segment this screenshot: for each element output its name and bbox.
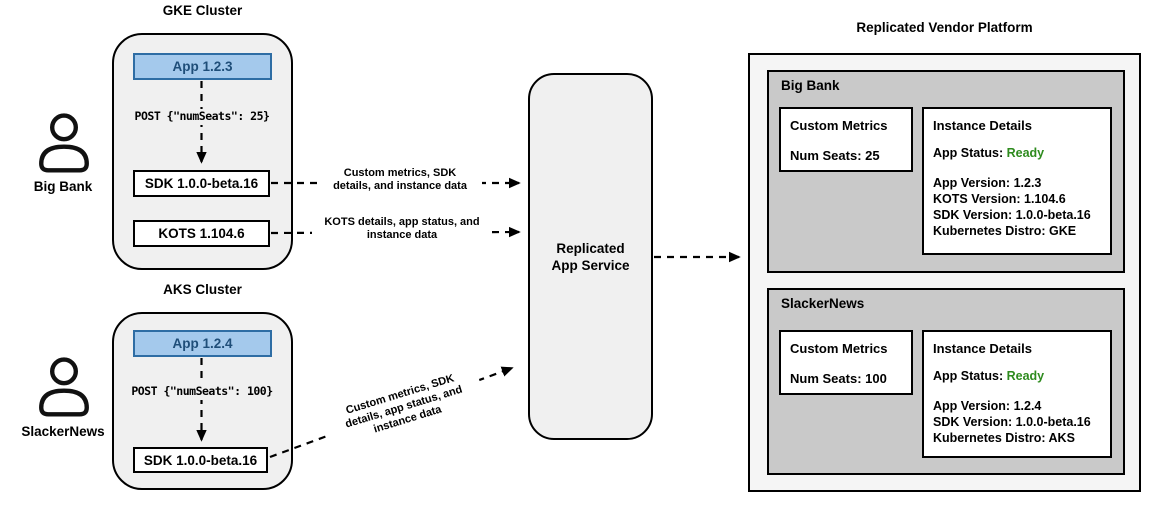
- instance-details-title: Instance Details: [933, 341, 1032, 356]
- instance-detail-lines: App Version: 1.2.3 KOTS Version: 1.104.6…: [933, 175, 1101, 239]
- app-status-line: App Status: Ready: [933, 146, 1101, 160]
- kots-edge-label-line1: KOTS details, app status, and: [324, 216, 480, 228]
- aks-sdk-node: SDK 1.0.0-beta.16: [133, 447, 268, 473]
- slackernews-actor-label: SlackerNews: [21, 424, 105, 439]
- vendor-platform-title: Replicated Vendor Platform: [856, 20, 1033, 35]
- custom-metrics-title: Custom Metrics: [790, 341, 888, 356]
- slackernews-custom-metrics-panel: Custom Metrics Num Seats: 100: [779, 330, 913, 395]
- app-status-line: App Status: Ready: [933, 369, 1101, 383]
- gke-cluster-title: GKE Cluster: [162, 3, 243, 18]
- aks-app-node: App 1.2.4: [133, 330, 272, 357]
- aks-cluster-title: AKS Cluster: [163, 282, 242, 297]
- kots-version-line: KOTS Version: 1.104.6: [933, 192, 1066, 206]
- gke-kots-node: KOTS 1.104.6: [133, 220, 270, 247]
- sdk-version-line: SDK Version: 1.0.0-beta.16: [933, 208, 1091, 222]
- instance-details-title: Instance Details: [933, 118, 1032, 133]
- service-label-line2: App Service: [551, 257, 630, 273]
- big-bank-custom-metrics-panel: Custom Metrics Num Seats: 25: [779, 107, 913, 172]
- kubernetes-distro-line: Kubernetes Distro: GKE: [933, 224, 1077, 238]
- slackernews-instance-details-panel: Instance Details App Status: Ready App V…: [922, 330, 1112, 458]
- num-seats-value: Num Seats: 100: [790, 371, 887, 386]
- customer-card-slackernews-title: SlackerNews: [781, 296, 865, 311]
- big-bank-actor-label: Big Bank: [33, 179, 93, 194]
- app-status-value: Ready: [1006, 146, 1045, 160]
- custom-metrics-title: Custom Metrics: [790, 118, 888, 133]
- slackernews-user-icon: [39, 357, 89, 417]
- gke-app-node: App 1.2.3: [133, 53, 272, 80]
- instance-detail-lines: App Version: 1.2.4 SDK Version: 1.0.0-be…: [933, 398, 1101, 446]
- aks-post-payload: POST {"numSeats": 100}: [117, 384, 287, 400]
- kubernetes-distro-line: Kubernetes Distro: AKS: [933, 431, 1075, 445]
- customer-card-big-bank-title: Big Bank: [781, 78, 840, 93]
- app-status-label: App Status:: [933, 369, 1007, 383]
- aks-edge-label: Custom metrics, SDK details, app status,…: [321, 364, 487, 451]
- gke-post-payload: POST {"numSeats": 25}: [120, 109, 284, 125]
- kots-edge-label-line2: instance data: [366, 229, 438, 241]
- big-bank-user-icon: [39, 113, 89, 173]
- sdk-edge-label-line2: details, and instance data: [333, 180, 467, 192]
- app-status-value: Ready: [1006, 369, 1045, 383]
- replicated-app-service-box: Replicated App Service: [528, 73, 653, 440]
- sdk-version-line: SDK Version: 1.0.0-beta.16: [933, 415, 1091, 429]
- app-version-line: App Version: 1.2.4: [933, 399, 1042, 413]
- num-seats-value: Num Seats: 25: [790, 148, 880, 163]
- sdk-edge-label: Custom metrics, SDK details, and instanc…: [318, 166, 482, 194]
- app-version-line: App Version: 1.2.3: [933, 176, 1042, 190]
- app-status-label: App Status:: [933, 146, 1007, 160]
- kots-edge-label: KOTS details, app status, and instance d…: [312, 215, 492, 243]
- sdk-edge-label-line1: Custom metrics, SDK: [343, 167, 457, 179]
- replicated-app-service-label: Replicated App Service: [551, 240, 629, 274]
- gke-sdk-node: SDK 1.0.0-beta.16: [133, 170, 270, 197]
- service-label-line1: Replicated: [556, 240, 625, 256]
- big-bank-instance-details-panel: Instance Details App Status: Ready App V…: [922, 107, 1112, 255]
